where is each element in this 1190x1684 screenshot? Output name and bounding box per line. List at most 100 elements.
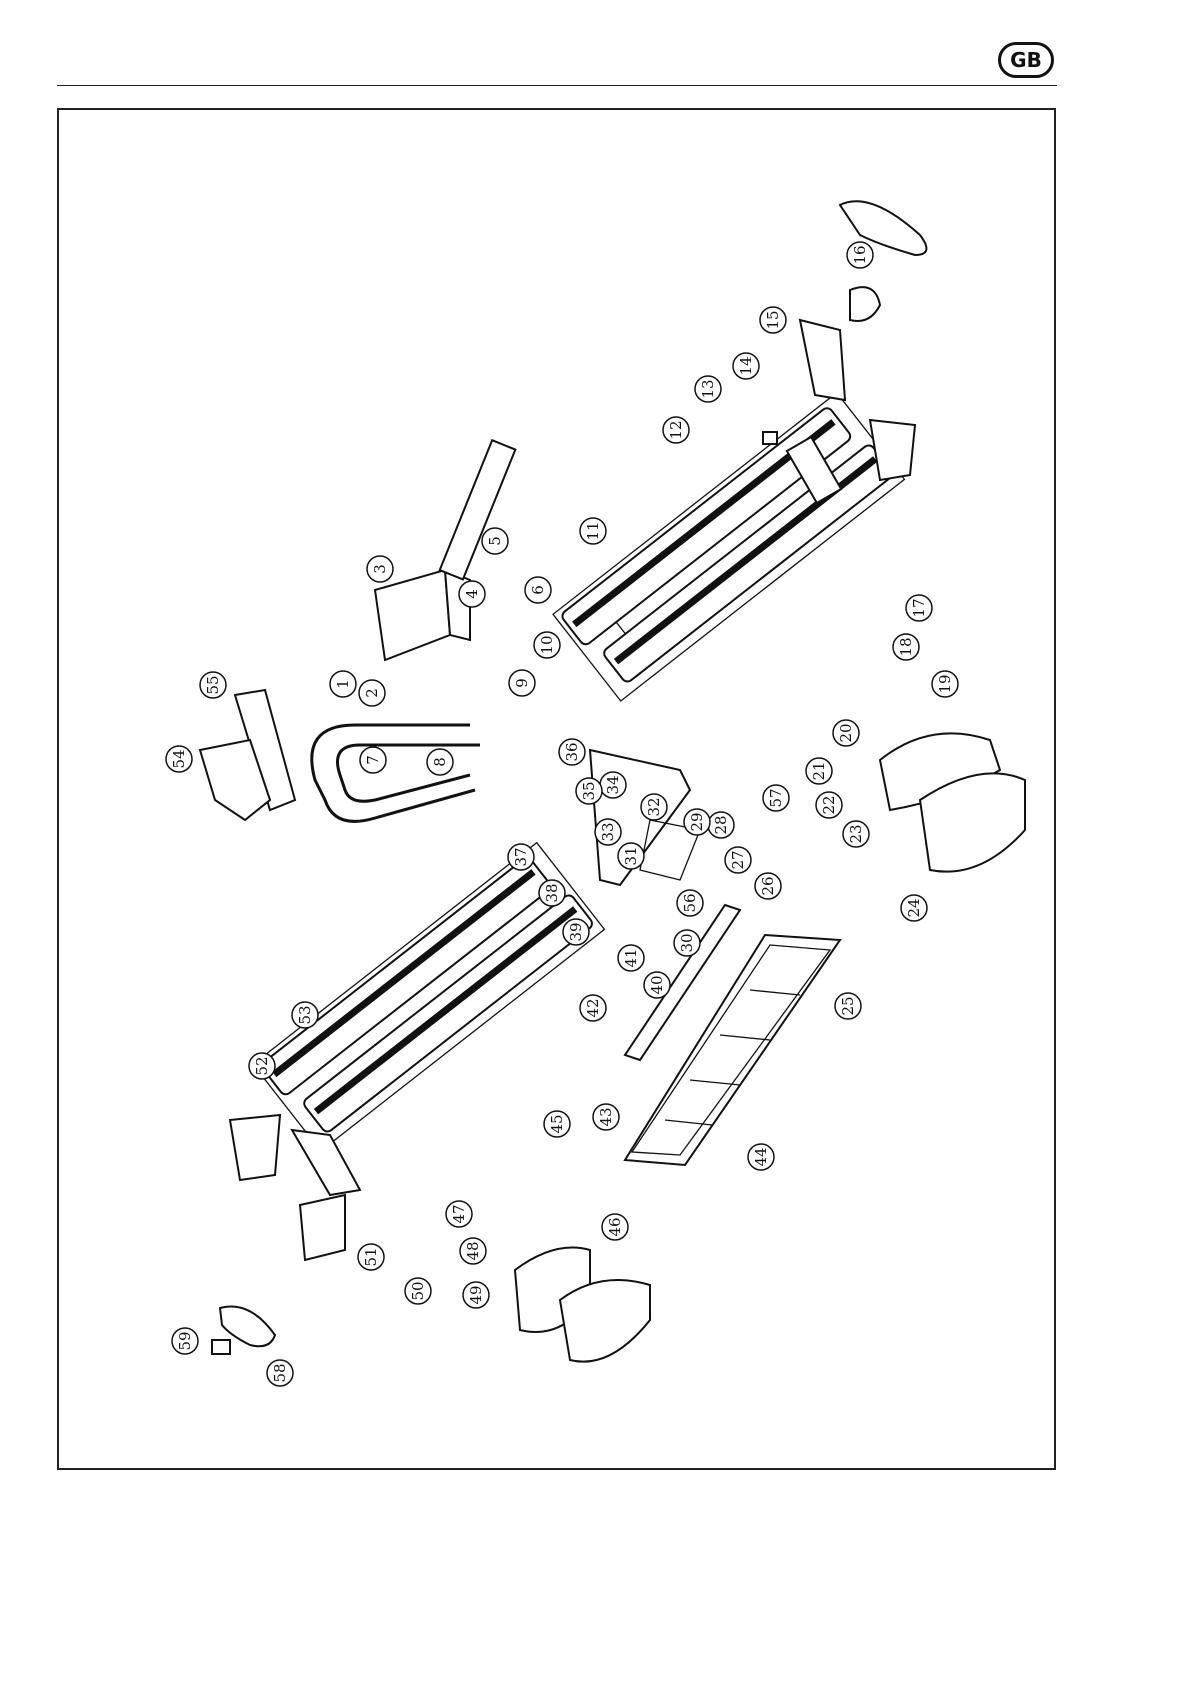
callout-number: 41 [622,948,640,967]
callout-40: 40 [644,972,670,998]
callout-27: 27 [725,847,751,873]
callout-number: 37 [512,847,530,866]
callout-number: 5 [486,536,504,546]
callout-number: 59 [176,1331,194,1350]
callout-number: 42 [584,998,602,1017]
callout-9: 9 [509,670,535,696]
callout-number: 1 [334,679,352,689]
callout-number: 8 [431,757,449,767]
callout-31: 31 [618,843,644,869]
callout-57: 57 [763,785,789,811]
callout-number: 32 [645,797,663,816]
callout-number: 44 [752,1147,770,1166]
callout-15: 15 [760,307,786,333]
callout-number: 30 [678,933,696,952]
callout-number: 40 [648,975,666,994]
callout-number: 33 [599,822,617,841]
callout-number: 26 [759,876,777,895]
callout-20: 20 [833,720,859,746]
callout-6: 6 [525,577,551,603]
callout-28: 28 [708,812,734,838]
callout-14: 14 [733,353,759,379]
callout-54: 54 [166,746,192,772]
callout-53: 53 [292,1002,318,1028]
callout-number: 51 [362,1247,380,1266]
callout-number: 50 [409,1281,427,1300]
callout-26: 26 [755,873,781,899]
callout-number: 43 [597,1107,615,1126]
callout-24: 24 [901,895,927,921]
callout-number: 9 [513,678,531,688]
callout-number: 6 [529,585,547,595]
callout-number: 10 [538,635,556,654]
callout-36: 36 [559,739,585,765]
callout-10: 10 [534,632,560,658]
foot-bracket-lower-b [300,1195,345,1260]
callout-49: 49 [463,1282,489,1308]
callout-22: 22 [816,792,842,818]
callout-17: 17 [906,595,932,621]
callout-number: 58 [271,1363,289,1382]
callout-30: 30 [674,930,700,956]
callout-number: 46 [606,1217,624,1236]
callout-39: 39 [563,919,589,945]
callout-number: 53 [296,1005,314,1024]
callout-number: 20 [837,723,855,742]
callout-number: 47 [450,1204,468,1223]
callout-11: 11 [580,518,606,544]
callout-number: 54 [170,749,188,768]
callout-23: 23 [843,821,869,847]
callout-number: 35 [580,781,598,800]
callout-number: 15 [764,310,782,329]
callout-number: 21 [810,761,828,780]
callout-number: 18 [897,637,915,656]
callout-number: 27 [729,850,747,869]
shroud-46b [560,1280,650,1362]
callout-21: 21 [806,758,832,784]
callout-45: 45 [544,1111,570,1137]
callout-number: 28 [712,815,730,834]
callout-44: 44 [748,1144,774,1170]
callout-number: 11 [584,521,602,540]
callout-46: 46 [602,1214,628,1240]
callout-number: 55 [204,675,222,694]
foot-bracket-lower [230,1115,280,1180]
upper-rail-assembly [553,393,904,701]
callout-59: 59 [172,1328,198,1354]
callout-48: 48 [460,1238,486,1264]
callout-number: 29 [688,812,706,831]
callout-number: 14 [737,356,755,375]
callout-34: 34 [600,772,626,798]
callout-number: 56 [681,893,699,912]
callout-number: 17 [910,598,928,617]
callout-number: 23 [847,824,865,843]
callout-32: 32 [641,794,667,820]
callout-number: 34 [604,775,622,794]
handle-bar [312,725,475,821]
callout-number: 24 [905,898,923,917]
callout-51: 51 [358,1244,384,1270]
callout-number: 49 [467,1285,485,1304]
callout-35: 35 [576,778,602,804]
callout-43: 43 [593,1104,619,1130]
callout-5: 5 [482,528,508,554]
callout-50: 50 [405,1278,431,1304]
callout-25: 25 [835,993,861,1019]
callout-number: 13 [699,379,717,398]
cap-13 [763,432,777,444]
callout-number: 25 [839,996,857,1015]
callout-number: 19 [936,674,954,693]
callout-7: 7 [360,747,386,773]
callout-33: 33 [595,819,621,845]
callout-number: 52 [253,1056,271,1075]
callout-56: 56 [677,890,703,916]
pad-lower [292,1130,360,1195]
callout-number: 12 [667,420,685,439]
callout-1: 1 [330,671,356,697]
callout-4: 4 [459,581,485,607]
foot-bracket-upper [800,320,845,400]
callout-52: 52 [249,1053,275,1079]
callout-13: 13 [695,376,721,402]
callout-number: 7 [364,755,382,765]
